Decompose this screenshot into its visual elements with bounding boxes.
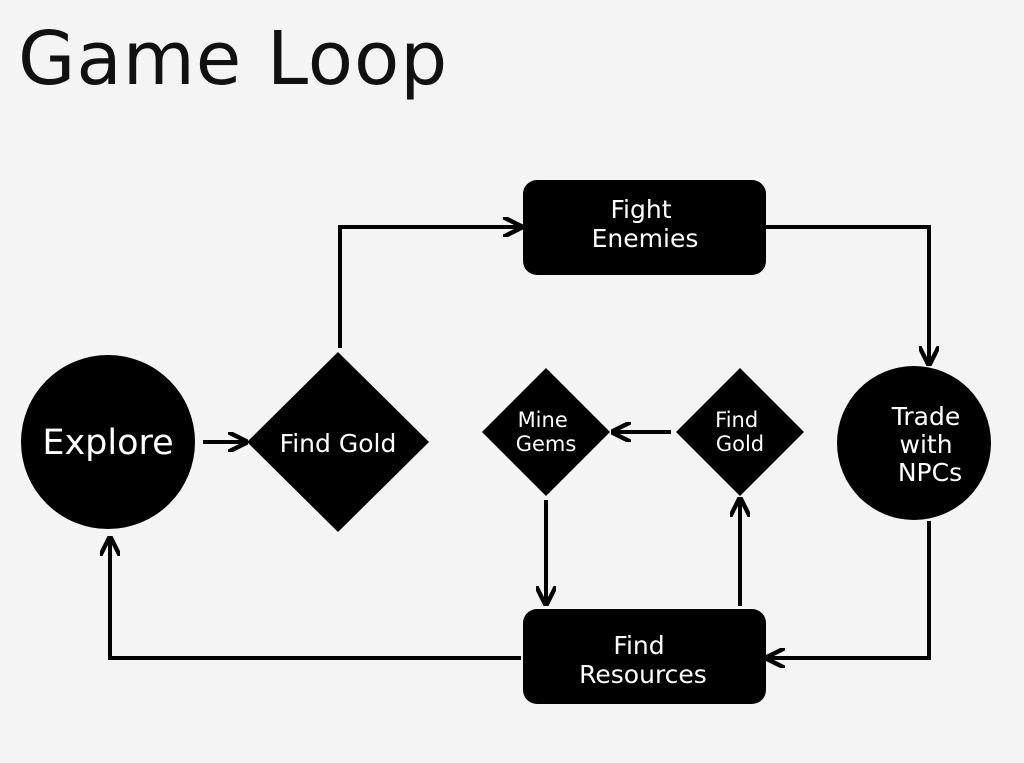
node-find-gold-main-label: Find Gold (280, 429, 397, 458)
node-explore-label: Explore (42, 423, 173, 463)
node-find-gold-inner: Find Gold (676, 368, 804, 496)
node-mine-gems: Mine Gems (482, 368, 610, 496)
arrow-find-resources-to-explore (110, 538, 521, 660)
node-mine-gems-label: Mine Gems (516, 408, 577, 456)
node-find-resources: Find Resources (523, 609, 766, 704)
page-title: Game Loop (18, 16, 449, 102)
node-find-gold-main: Find Gold (247, 352, 429, 532)
node-find-resources-label: Find Resources (579, 631, 707, 689)
node-find-gold-inner-label: Find Gold (715, 408, 765, 456)
node-fight-enemies: Fight Enemies (523, 180, 766, 275)
node-trade-with-npcs-label: Trade with NPCs (891, 402, 968, 487)
arrow-find-gold-to-fight-enemies (338, 227, 521, 348)
arrow-trade-to-find-resources (767, 521, 931, 658)
arrow-fight-enemies-to-trade (766, 225, 929, 364)
node-explore: Explore (21, 355, 195, 529)
node-fight-enemies-label: Fight Enemies (592, 195, 699, 253)
node-trade-with-npcs: Trade with NPCs (837, 366, 991, 520)
